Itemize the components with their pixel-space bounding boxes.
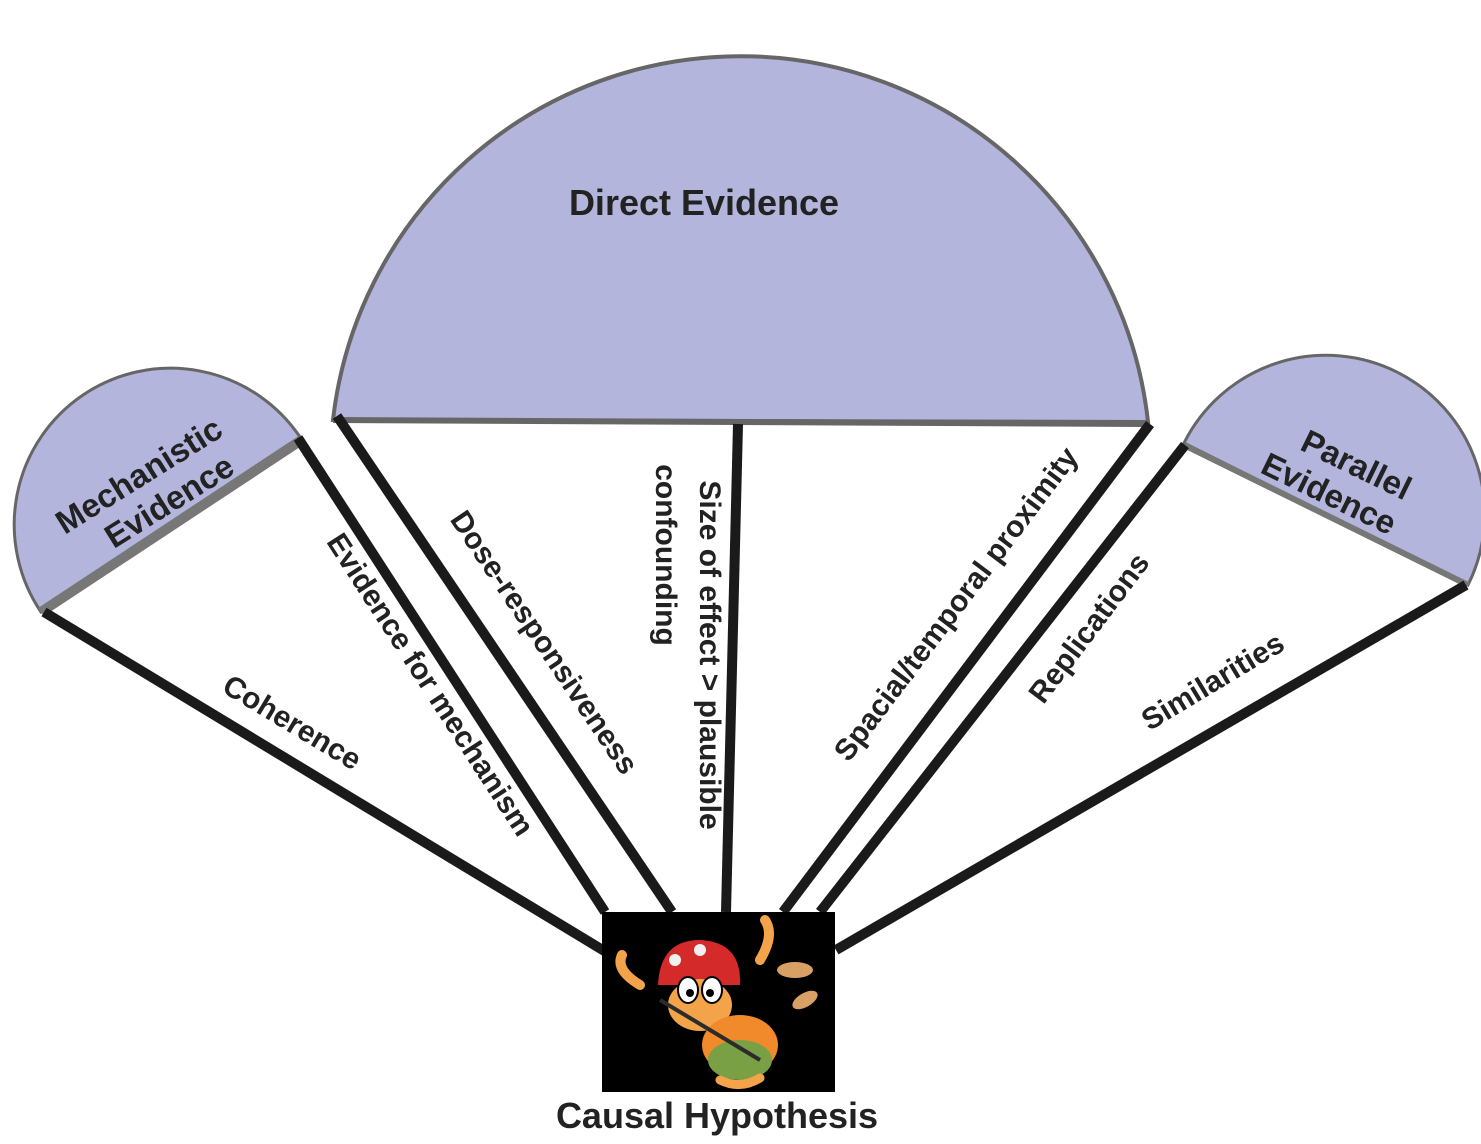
- spatial-temporal-string: [779, 420, 1154, 916]
- mechanistic-evidence-canopy: [12, 366, 303, 617]
- size-of-effect-string: [721, 423, 743, 913]
- parallel-evidence-canopy: [1181, 353, 1481, 588]
- replications-string: [816, 441, 1189, 916]
- mechanism-string: [293, 435, 610, 915]
- dose-responsiveness-string: [332, 413, 677, 915]
- coherence-string: [41, 607, 609, 957]
- causal-hypothesis-caption: Causal Hypothesis: [556, 1095, 878, 1136]
- cartoon-image: [602, 912, 835, 1092]
- similarities-label: Similarities: [1136, 626, 1290, 737]
- direct-evidence-canopy: [330, 54, 1151, 427]
- size-of-effect-label-line1: Size of effect > plausible: [693, 480, 726, 829]
- size-of-effect-label-line2: confounding: [649, 464, 682, 646]
- spatial-temporal-proximity-label: Spacial/temporal proximity: [828, 441, 1085, 767]
- direct-evidence-label: Direct Evidence: [569, 182, 839, 223]
- similarities-string: [833, 580, 1469, 955]
